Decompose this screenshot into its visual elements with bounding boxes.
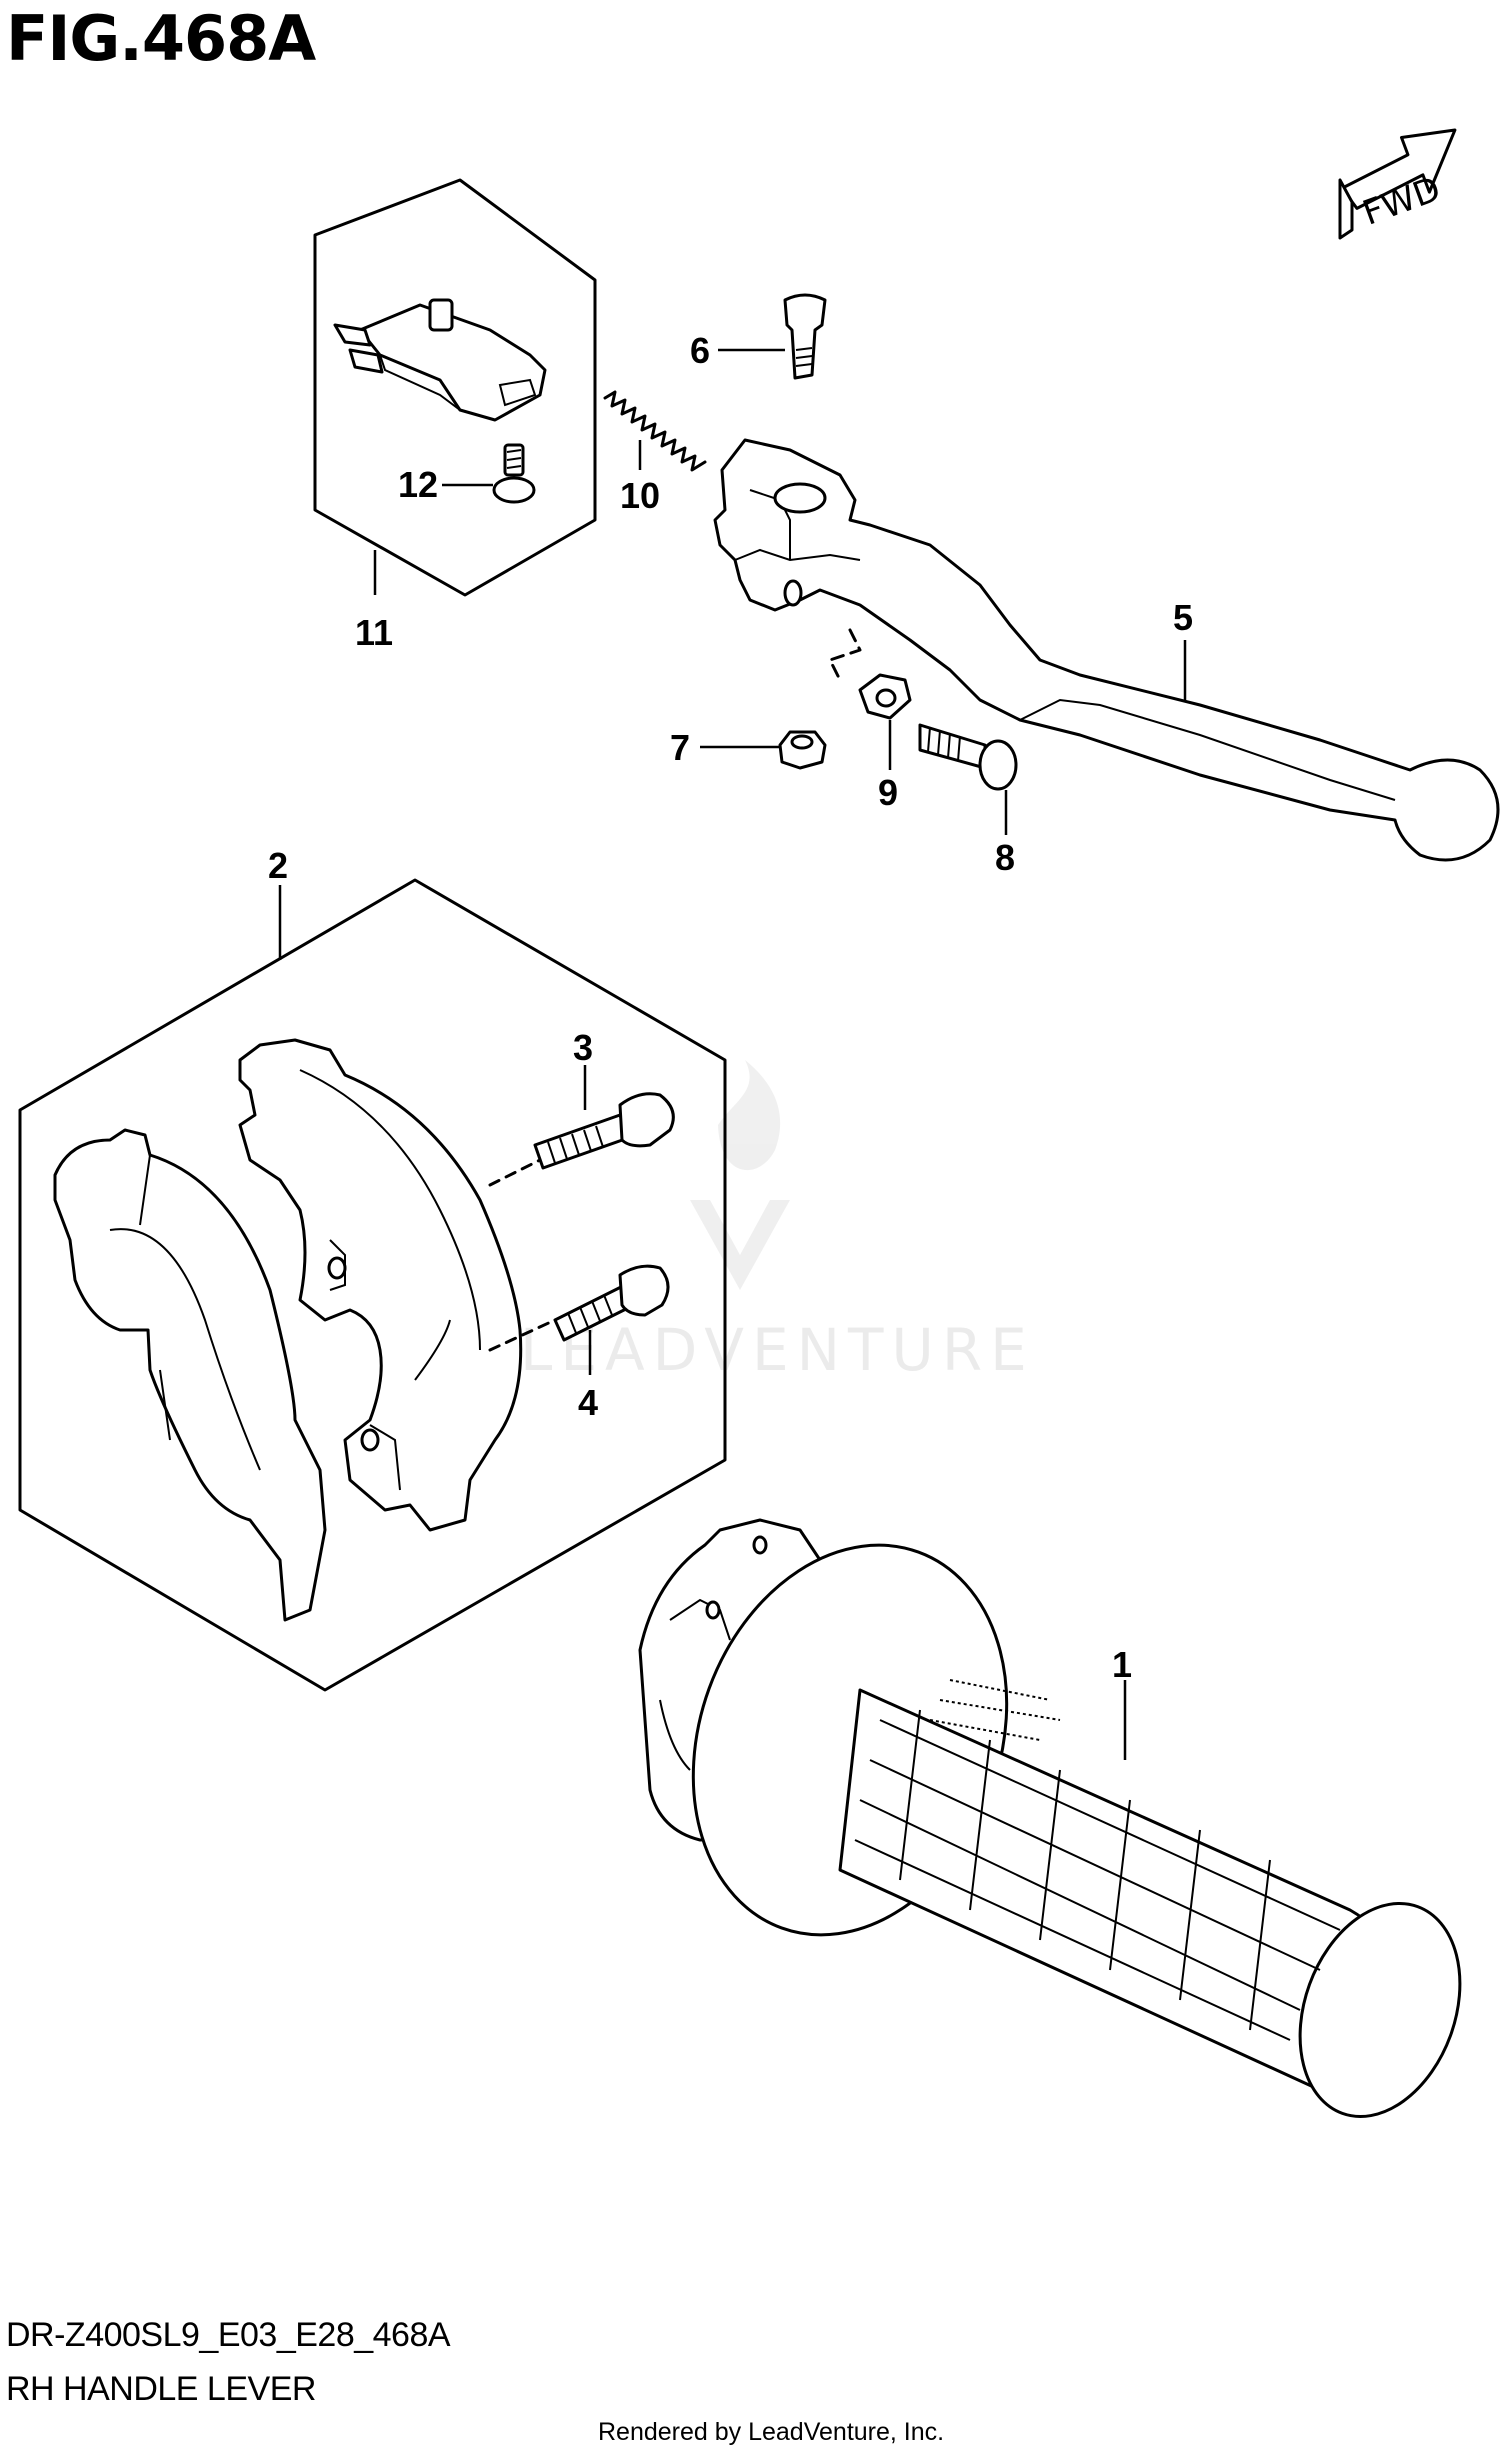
watermark-text: LEADVENTURE — [520, 1316, 1035, 1384]
fwd-arrow-icon: FWD — [1338, 128, 1457, 240]
callout-7: 7 — [670, 727, 690, 768]
callout-12: 12 — [398, 464, 438, 505]
throttle-grip-part — [638, 1518, 1462, 2119]
callout-9: 9 — [878, 772, 898, 813]
brake-lever-part — [713, 438, 1500, 862]
callout-4: 4 — [578, 1382, 598, 1423]
callout-8: 8 — [995, 837, 1015, 878]
model-code: DR-Z400SL9_E03_E28_468A — [6, 2316, 451, 2354]
callout-10: 10 — [620, 475, 660, 516]
diagram-name: RH HANDLE LEVER — [6, 2370, 316, 2408]
callout-5: 5 — [1173, 597, 1193, 638]
leadventure-watermark: LEADVENTURE — [520, 1060, 1035, 1384]
holder-assembly-box — [18, 878, 727, 1692]
callout-6: 6 — [690, 330, 710, 371]
callout-2: 2 — [268, 845, 288, 886]
nut-part — [858, 673, 912, 720]
callout-11: 11 — [355, 612, 393, 653]
callout-numbers: 1 2 3 4 5 6 7 8 9 10 11 12 — [268, 330, 1193, 1685]
callout-1: 1 — [1112, 1644, 1132, 1685]
leader-lines — [278, 348, 1187, 1760]
cap-nut-part — [778, 730, 827, 770]
switch-assembly-box — [313, 178, 597, 597]
pivot-bolt-part — [783, 293, 827, 380]
figure-title: FIG.468A — [6, 2, 316, 75]
spring-part — [603, 390, 707, 472]
callout-3: 3 — [573, 1027, 593, 1068]
rendered-by-credit: Rendered by LeadVenture, Inc. — [598, 2418, 945, 2446]
lever-bolt-part — [918, 723, 1018, 791]
